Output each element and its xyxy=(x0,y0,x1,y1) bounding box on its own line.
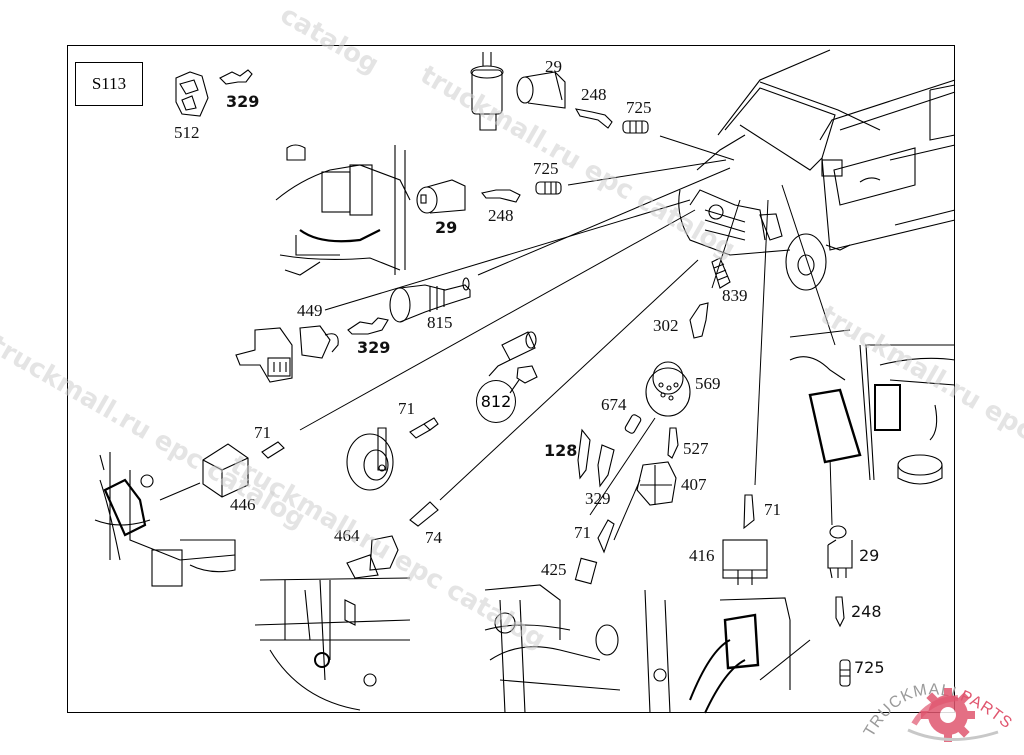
part-425-cover xyxy=(574,557,598,585)
wiring-inset-side xyxy=(789,344,956,485)
part-label-302[interactable]: 302 xyxy=(653,316,679,335)
part-label-329[interactable]: 329 xyxy=(585,489,611,508)
part-label-71[interactable]: 71 xyxy=(764,500,781,519)
part-329-terminal-mid xyxy=(347,317,389,335)
part-label-248[interactable]: 248 xyxy=(851,602,882,621)
part-329-terminal xyxy=(219,69,253,85)
part-527-terminal xyxy=(667,427,679,459)
part-29-connector-top xyxy=(516,71,566,109)
relay-bracket-inset xyxy=(94,452,236,587)
van-illustration xyxy=(678,49,956,291)
part-label-329[interactable]: 329 xyxy=(226,92,260,111)
part-569-connector xyxy=(645,361,691,417)
part-label-248[interactable]: 248 xyxy=(488,206,514,225)
part-label-464[interactable]: 464 xyxy=(334,526,360,545)
part-label-425[interactable]: 425 xyxy=(541,560,567,579)
part-329-terminal-low xyxy=(597,444,615,488)
diagram-frame xyxy=(67,45,955,713)
part-label-29[interactable]: 29 xyxy=(545,57,562,76)
part-71-spade-b xyxy=(409,423,431,439)
part-725-seal-mid xyxy=(535,181,562,195)
part-725-seal-top xyxy=(622,120,649,134)
leader-lines xyxy=(159,135,955,541)
part-512-bracket xyxy=(175,71,209,117)
part-label-416[interactable]: 416 xyxy=(689,546,715,565)
part-relay-socket xyxy=(235,327,293,383)
lower-engine-inset xyxy=(254,577,411,711)
part-248-terminal-right xyxy=(835,596,845,628)
part-label-71[interactable]: 71 xyxy=(574,523,591,542)
part-label-449[interactable]: 449 xyxy=(297,301,323,320)
part-464-connector xyxy=(346,535,399,579)
part-446-relay xyxy=(202,443,249,498)
engine-bay-inset xyxy=(275,144,416,276)
part-416-module xyxy=(722,539,768,585)
part-674-seal xyxy=(624,414,642,434)
part-128-terminal xyxy=(577,428,591,480)
part-label-74[interactable]: 74 xyxy=(425,528,442,547)
part-horn xyxy=(346,427,394,491)
part-label-527[interactable]: 527 xyxy=(683,439,709,458)
part-74-seal xyxy=(409,501,439,527)
wiring-inset-right xyxy=(644,589,811,714)
part-label-248[interactable]: 248 xyxy=(581,85,607,104)
part-71-spade-d xyxy=(743,494,755,530)
part-815-grommet xyxy=(389,277,471,323)
part-label-71[interactable]: 71 xyxy=(254,423,271,442)
part-label-839[interactable]: 839 xyxy=(722,286,748,305)
part-725-seal-right xyxy=(839,659,851,687)
part-housing-top xyxy=(470,52,504,131)
part-71-spade-c xyxy=(597,519,615,554)
part-label-674[interactable]: 674 xyxy=(601,395,627,414)
swoosh-icon xyxy=(907,728,999,741)
part-label-569[interactable]: 569 xyxy=(695,374,721,393)
part-label-29[interactable]: 29 xyxy=(435,218,458,237)
part-449-cover xyxy=(299,325,339,359)
part-label-446[interactable]: 446 xyxy=(230,495,256,514)
part-839-seal xyxy=(711,257,731,289)
part-label-512[interactable]: 512 xyxy=(174,123,200,142)
part-label-407[interactable]: 407 xyxy=(681,475,707,494)
part-label-725[interactable]: 725 xyxy=(626,98,652,117)
part-29-connector-right xyxy=(827,525,853,579)
part-248-terminal-top xyxy=(574,108,613,129)
part-label-128[interactable]: 128 xyxy=(544,441,578,460)
part-248-terminal-mid xyxy=(481,189,521,203)
wiring-inset-center xyxy=(484,584,621,714)
part-label-815[interactable]: 815 xyxy=(427,313,453,332)
diagram-id-label: S113 xyxy=(75,62,143,106)
part-71-spade-b-tip xyxy=(423,417,439,431)
part-label-29[interactable]: 29 xyxy=(859,546,880,565)
part-302-terminal xyxy=(689,302,709,339)
truckmall-parts-logo: TRUCKMALLPARTS xyxy=(858,660,1024,750)
part-label-725[interactable]: 725 xyxy=(533,159,559,178)
gear-icon xyxy=(921,688,975,742)
part-label-329[interactable]: 329 xyxy=(357,338,391,357)
part-label-725[interactable]: 725 xyxy=(854,658,885,677)
part-407-housing xyxy=(636,461,677,506)
part-label-71[interactable]: 71 xyxy=(398,399,415,418)
part-label-812[interactable]: 812 xyxy=(476,380,516,423)
part-29-connector-mid xyxy=(416,179,466,214)
part-71-spade-a xyxy=(261,441,285,459)
